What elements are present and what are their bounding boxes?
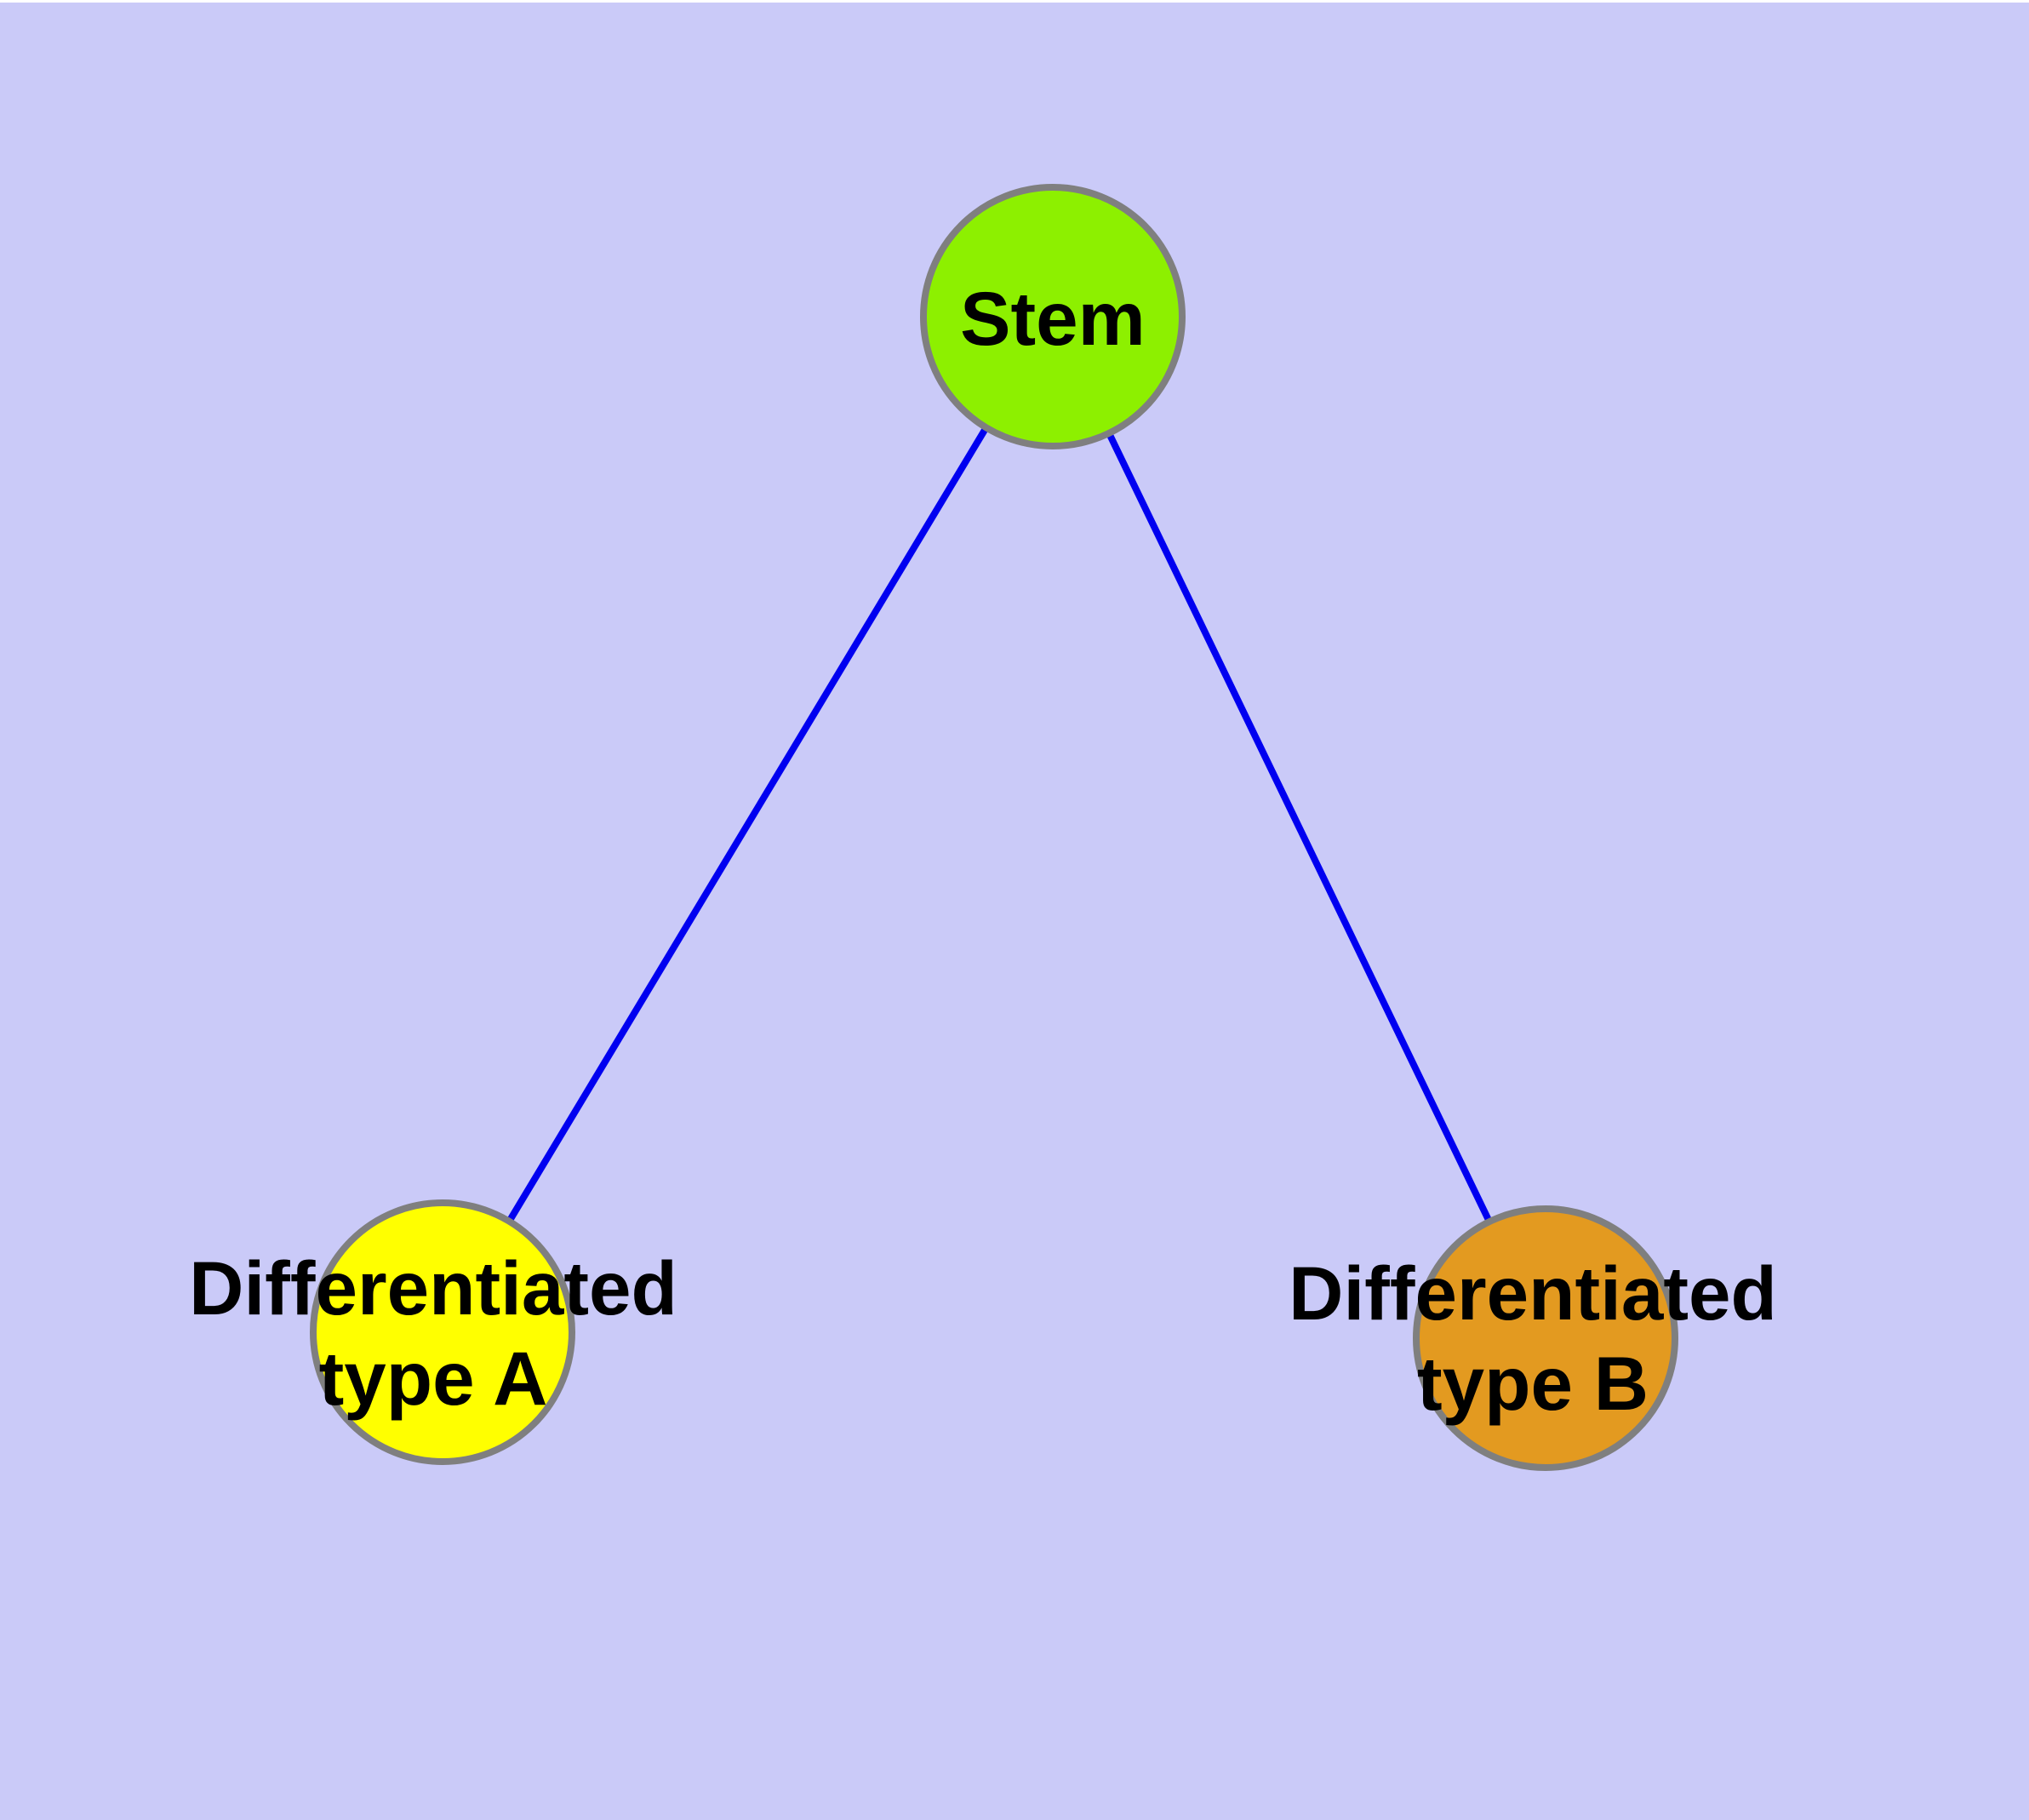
- node-differentiated-type-b: [1413, 1205, 1678, 1471]
- node-stem-label: Stem: [960, 276, 1146, 362]
- top-margin-strip: [0, 0, 2029, 3]
- node-stem: [920, 184, 1186, 449]
- edge-stem-to-type-b: [1049, 315, 1549, 1340]
- edge-stem-to-type-a: [439, 314, 1056, 1335]
- node-differentiated-type-a-label: Differentiated type A: [189, 1245, 677, 1421]
- node-differentiated-type-b-label: Differentiated type B: [1289, 1251, 1777, 1426]
- node-differentiated-type-a: [310, 1199, 575, 1465]
